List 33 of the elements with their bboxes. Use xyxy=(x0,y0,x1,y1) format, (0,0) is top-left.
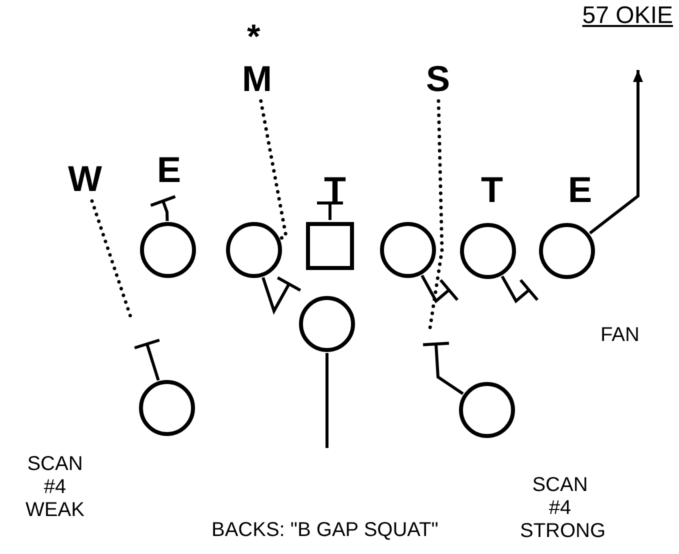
route-arrow xyxy=(589,70,643,234)
read-line xyxy=(259,99,288,240)
position-letter: E xyxy=(568,172,592,208)
player-circle xyxy=(539,223,595,279)
player-circle xyxy=(226,222,282,278)
position-letter: S xyxy=(424,61,452,97)
player-circle xyxy=(140,222,196,278)
position-letter: M xyxy=(242,61,272,97)
player-circle xyxy=(460,223,516,279)
player-circle xyxy=(459,382,515,438)
position-letter: E xyxy=(157,152,182,188)
play-note: FAN xyxy=(600,324,640,346)
position-letter: T xyxy=(324,172,346,208)
block-line xyxy=(262,276,302,315)
player-circle xyxy=(139,380,195,436)
position-letter: W xyxy=(66,161,104,197)
block-line xyxy=(316,202,344,220)
player-circle xyxy=(299,296,355,352)
block-line xyxy=(420,274,459,304)
block-line xyxy=(149,195,177,222)
player-circle xyxy=(380,222,436,278)
center-square xyxy=(306,222,354,270)
block-line xyxy=(422,342,464,396)
block-line xyxy=(500,276,539,304)
star-mark: * xyxy=(247,19,260,55)
assignment-note: SCAN #4 WEAK xyxy=(24,452,86,522)
block-line xyxy=(133,338,161,381)
backs-note: BACKS: "B GAP SQUAT" xyxy=(212,518,438,542)
route-line xyxy=(326,353,328,448)
read-line xyxy=(428,99,444,330)
read-line xyxy=(90,199,133,320)
position-letter: T xyxy=(481,172,503,208)
play-title: 57 OKIE xyxy=(582,2,673,30)
